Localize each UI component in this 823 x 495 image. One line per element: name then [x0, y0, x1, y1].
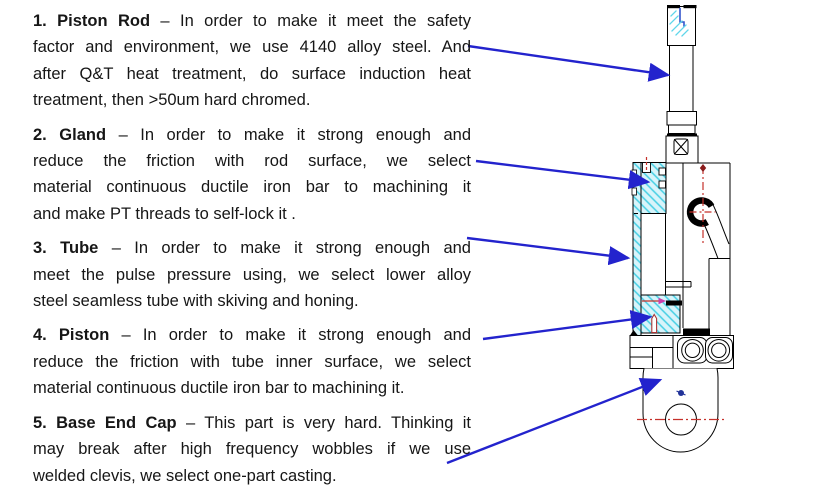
text-line: meet the pulse pressure using, we select…	[33, 265, 471, 284]
rod-shaft	[669, 45, 694, 112]
text-line: reduce the friction with tube inner surf…	[33, 352, 471, 371]
part-label: 2. Gland	[33, 125, 107, 144]
base-end-cap-part	[629, 330, 734, 453]
annotation-arrows	[446, 44, 671, 465]
text-line: material continuous ductile iron bar to …	[33, 379, 405, 398]
grease-fitting-icon	[676, 390, 686, 396]
text-line: factor and environment, we use 4140 allo…	[33, 38, 471, 57]
text-line: 2. Gland – In order to make it strong en…	[33, 125, 471, 144]
text-line: 3. Tube – In order to make it strong eno…	[33, 239, 471, 258]
paragraph-3: 3. Tube – In order to make it strong eno…	[33, 235, 471, 314]
piston-seal	[683, 328, 710, 335]
tube-part	[631, 162, 731, 336]
paragraph-2: 2. Gland – In order to make it strong en…	[33, 122, 471, 228]
text-line: welded clevis, we select one-part castin…	[33, 466, 337, 485]
paragraph-1: 1. Piston Rod – In order to make it meet…	[33, 8, 471, 114]
text-line: 1. Piston Rod – In order to make it meet…	[33, 12, 472, 30]
text-line: and make PT threads to self-lock it .	[33, 204, 296, 223]
part-label: 5. Base End Cap	[33, 413, 177, 432]
port-ring	[686, 197, 715, 227]
arrow-tube	[466, 236, 631, 266]
port-bolt-left	[677, 337, 708, 364]
text-line: after Q&T heat treatment, do surface ind…	[33, 64, 471, 83]
part-label: 4. Piston	[33, 326, 110, 345]
text-line: 5. Base End Cap – This part is very hard…	[33, 413, 471, 432]
text-line: 4. Piston – In order to make it strong e…	[33, 326, 471, 345]
arrow-piston-rod	[467, 44, 671, 82]
piston-part	[640, 281, 710, 335]
arrow-gland	[475, 159, 651, 190]
text-line: steel seamless tube with skiving and hon…	[33, 292, 359, 311]
text-line: material continuous ductile iron bar to …	[33, 178, 471, 197]
text-line: reduce the friction with rod surface, we…	[33, 152, 471, 171]
paragraph-5: 5. Base End Cap – This part is very hard…	[33, 410, 471, 489]
rod-thread-detail	[679, 7, 685, 27]
flow-arrow-icon	[658, 297, 666, 305]
paragraph-4: 4. Piston – In order to make it strong e…	[33, 322, 471, 401]
piston-rod-part	[665, 5, 699, 164]
arrow-piston	[482, 309, 653, 341]
annotation-text-column: 1. Piston Rod – In order to make it meet…	[33, 8, 471, 495]
text-line: may break after high frequency wobbles i…	[33, 440, 471, 459]
port-bolt-right	[705, 337, 733, 364]
part-label: 1. Piston Rod	[33, 12, 151, 30]
text-line: treatment, then >50um hard chromed.	[33, 91, 311, 110]
arrow-base-end-cap	[446, 378, 663, 465]
rod-end-cap	[667, 6, 696, 46]
part-label: 3. Tube	[33, 239, 99, 258]
